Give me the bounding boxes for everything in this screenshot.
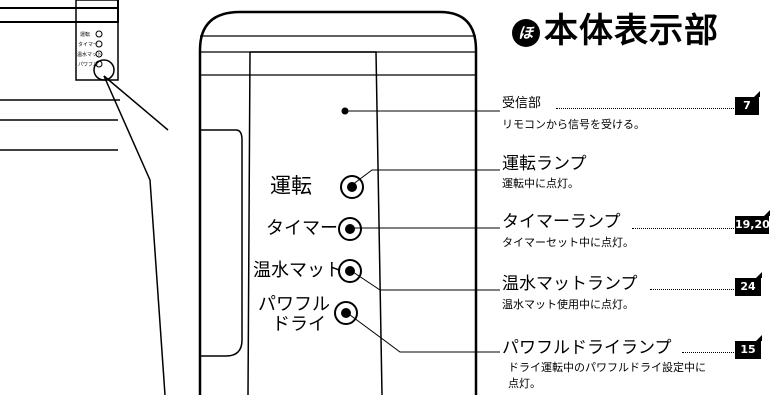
lamp-run: [340, 175, 364, 199]
overview-label-run: 運転: [80, 32, 91, 38]
callout-run-desc: 運転中に点灯。: [502, 177, 579, 190]
section-title-text: 本体表示部: [544, 11, 719, 51]
lamp-mat: [338, 259, 362, 283]
leader-run: [351, 169, 500, 186]
overview-lower-body: [0, 99, 120, 151]
magnify-line-lower: [103, 75, 166, 395]
panel-label-mat: 温水マット: [253, 260, 343, 281]
lamp-power: [334, 301, 358, 325]
callout-mat-title: 温水マットランプ: [502, 274, 638, 294]
display-window: [247, 51, 383, 395]
overview-lamp-4: [95, 60, 103, 68]
callout-power-desc-2: 点灯。: [508, 377, 541, 390]
panel-label-timer: タイマー: [266, 218, 338, 239]
callout-mat-dots: [650, 289, 734, 290]
panel-label-power-1: パワフル: [258, 294, 330, 315]
callout-power-dots: [682, 352, 734, 353]
overview-lamp-3: [95, 50, 103, 58]
section-number-badge: ほ: [512, 19, 540, 47]
overview-lamp-2: [95, 40, 103, 48]
callout-power-title: パワフルドライランプ: [502, 338, 672, 358]
magnify-line-upper: [103, 75, 169, 131]
callout-power-ref: 15: [735, 335, 762, 359]
section-title: ほ本体表示部: [512, 14, 719, 48]
overview-label-mat: 温水マット: [77, 52, 103, 58]
callout-receiver-desc: リモコンから信号を受ける。: [502, 118, 645, 131]
callout-receiver-ref: 7: [735, 91, 760, 115]
callout-power-desc: ドライ運転中のパワフルドライ設定中に: [508, 361, 706, 374]
callout-timer-title: タイマーランプ: [502, 212, 621, 232]
callout-timer-dots: [632, 228, 734, 229]
overview-label-timer: タイマー: [78, 42, 99, 48]
enlarged-panel-line-1: [200, 35, 476, 53]
callout-timer-ref: 19,20: [735, 210, 770, 234]
overview-focus-circle: [93, 59, 115, 81]
panel-label-power-2: ドライ: [272, 314, 326, 335]
callout-run-title: 運転ランプ: [502, 154, 587, 174]
lamp-timer: [338, 217, 362, 241]
overview-label-power: パワフル: [78, 62, 99, 68]
leader-mat: [349, 269, 500, 291]
callout-mat-ref: 24: [735, 272, 762, 296]
callout-receiver-dots: [556, 108, 734, 109]
panel-label-run: 運転: [270, 174, 312, 198]
callout-mat-desc: 温水マット使用中に点灯。: [502, 298, 634, 311]
overview-display-window: [75, 0, 119, 81]
overview-unit-body: [0, 0, 119, 23]
callout-receiver-title: 受信部: [502, 96, 542, 111]
leader-power: [345, 311, 500, 353]
overview-lamp-1: [95, 30, 103, 38]
receiver-dot: [341, 107, 349, 115]
enlarged-panel-outline: [198, 10, 478, 395]
panel-left-band: [200, 129, 243, 357]
callout-timer-desc: タイマーセット中に点灯。: [502, 236, 634, 249]
